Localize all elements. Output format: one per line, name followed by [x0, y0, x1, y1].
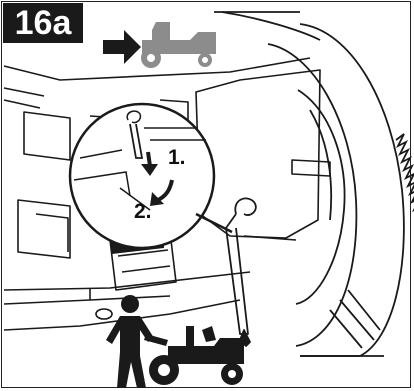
arrow-right-icon — [103, 30, 141, 64]
hitch-lever-drawing — [226, 198, 256, 346]
person-pushing-tractor-icon — [106, 295, 244, 388]
step-1-label: 1. — [168, 146, 186, 169]
figure-number-badge: 16a — [3, 3, 83, 43]
lawn-tractor-icon — [141, 22, 216, 68]
step-2-label: 2. — [134, 200, 152, 223]
detail-magnifier: 1. 2. — [70, 104, 232, 248]
